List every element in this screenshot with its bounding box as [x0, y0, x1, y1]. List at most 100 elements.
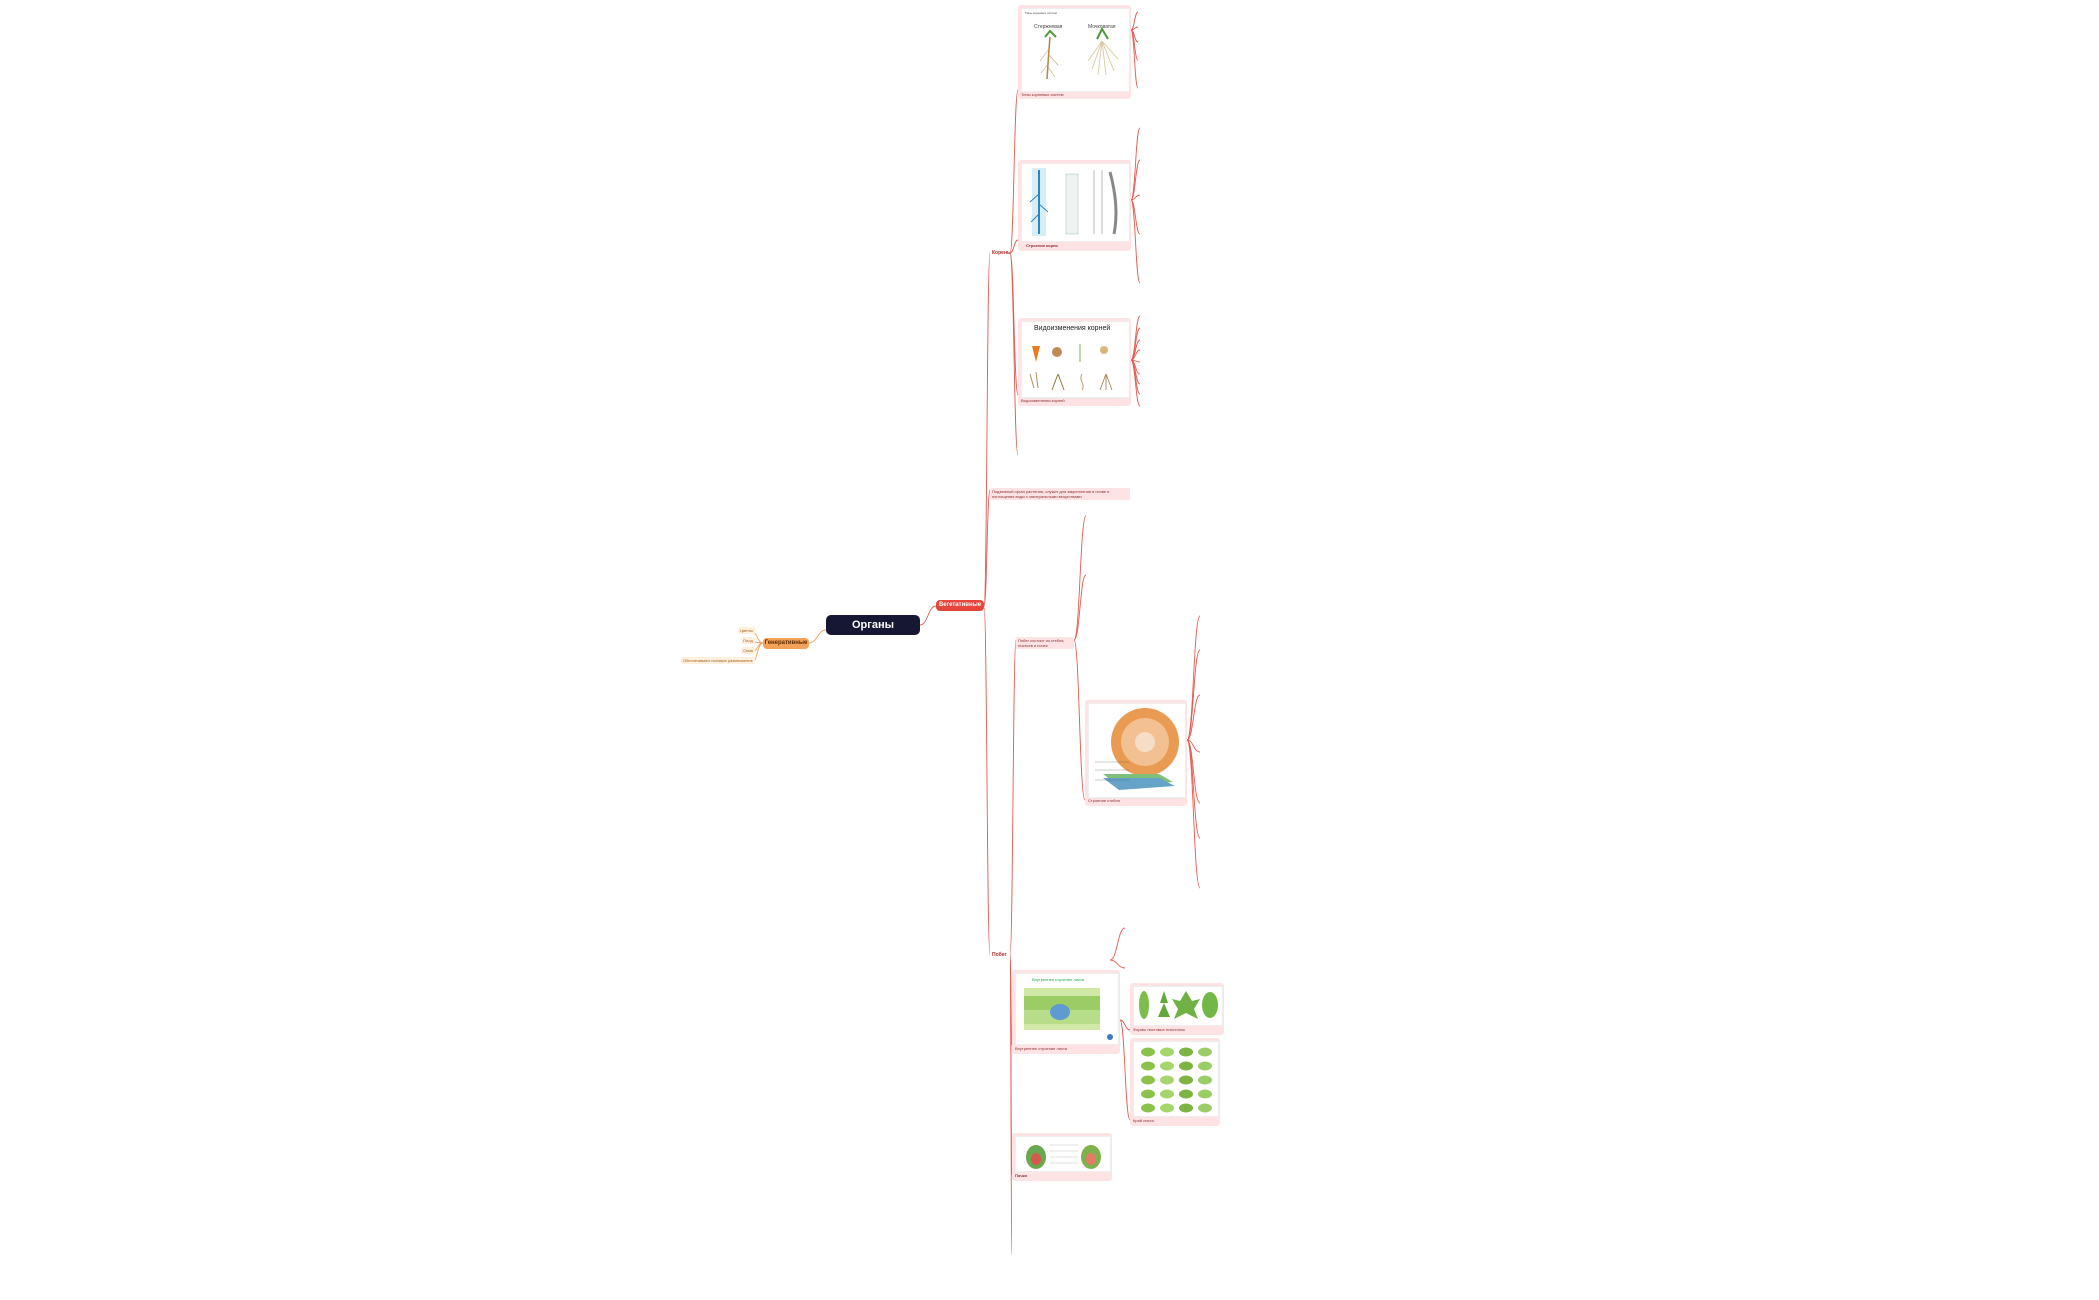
reproductive-item-flower[interactable]: Цветок [738, 627, 755, 634]
leaf-margin-swatch [1198, 1075, 1212, 1085]
link-branch [1186, 739, 1201, 889]
leaf-shapes-card[interactable]: Формы листовых пластинок [1130, 983, 1224, 1035]
root-systems-card[interactable]: Типы корневых систем Стержневая Мочковат… [1018, 5, 1131, 99]
reproductive-item-seed[interactable]: Семя [741, 647, 756, 654]
link-root-vegetative [919, 605, 937, 626]
root-zones-caption: Строение корня [1026, 243, 1058, 248]
leaf-margins-image [1133, 1041, 1219, 1117]
leaf-margin-swatch [1179, 1103, 1193, 1113]
buds-card[interactable]: Почки [1012, 1133, 1112, 1181]
leaf-margin-swatch [1160, 1075, 1174, 1085]
leaf-margin-swatch [1141, 1075, 1155, 1085]
leaf-margin-swatch [1179, 1047, 1193, 1057]
buds-caption: Почки [1015, 1173, 1028, 1178]
leaf-structure-title: Внутреннее строение листа [1032, 977, 1085, 982]
link-vegetative-definition [983, 489, 991, 607]
leaf-shapes-caption: Формы листовых пластинок [1133, 1027, 1185, 1032]
link-root-branch4 [1009, 252, 1019, 456]
leaf-margin-swatch [1198, 1047, 1212, 1057]
leaf-margin-swatch [1198, 1103, 1212, 1113]
leaf-structure-drawing [1024, 988, 1113, 1040]
root-definition[interactable]: Подземный орган растения, служит для зак… [990, 488, 1130, 500]
link-root-card3 [1009, 252, 1019, 396]
root-branch[interactable]: Корень [992, 250, 1011, 256]
link-root-card1 [1009, 89, 1019, 254]
taproot-label: Стержневая [1034, 24, 1063, 30]
shoot-branch[interactable]: Побег [992, 952, 1007, 958]
root-systems-drawing [1039, 26, 1119, 80]
link-root-reproductive [808, 629, 827, 644]
stem-structure-caption: Строение стебля [1088, 798, 1120, 803]
leaf-margin-swatch [1141, 1103, 1155, 1113]
link-branch [1130, 315, 1141, 361]
leaf-margin-swatch [1160, 1047, 1174, 1057]
leaf-margins-drawing [1141, 1047, 1212, 1113]
reproductive-item-fruit[interactable]: Плод [741, 637, 755, 644]
reproductive-item-purpose[interactable]: Обеспечивают половое размножение [681, 657, 755, 664]
link-shoot-stem [1009, 639, 1017, 956]
link-branch [1073, 574, 1087, 641]
leaf-structure-caption: Внутреннее строение листа [1015, 1046, 1068, 1051]
root-zones-drawing [1029, 168, 1118, 236]
leaf-margin-swatch [1160, 1089, 1174, 1099]
link-branch [1130, 359, 1141, 407]
root-systems-image: Типы корневых систем Стержневая Мочковат… [1021, 8, 1130, 92]
link-vegetative-shoot [983, 605, 991, 956]
root-zones-card[interactable]: Строение корня [1018, 160, 1131, 251]
link-branch [1186, 694, 1201, 741]
vegetative-node[interactable]: Вегетативные [936, 600, 984, 611]
leaf-margin-swatch [1141, 1061, 1155, 1071]
leaf-margin-swatch [1179, 1075, 1193, 1085]
modified-roots-title: Видоизменения корней [1034, 325, 1111, 332]
link-branch [1186, 615, 1201, 741]
link-branch [1186, 649, 1201, 741]
link-branch [1130, 159, 1141, 201]
leaf-margin-swatch [1160, 1061, 1174, 1071]
stem-structure-card[interactable]: Строение стебля [1085, 700, 1187, 806]
modified-roots-caption: Видоизменения корней [1021, 398, 1065, 403]
leaf-margin-swatch [1141, 1047, 1155, 1057]
stem-structure-drawing [1095, 708, 1179, 790]
leaf-structure-card[interactable]: Внутреннее строение листа Внутреннее стр… [1012, 970, 1120, 1054]
stem-structure-image [1088, 703, 1186, 798]
modified-roots-card[interactable]: Видоизменения корней Видоизменения корне… [1018, 318, 1131, 406]
buds-image [1015, 1136, 1111, 1172]
link-branch [1186, 739, 1201, 753]
fibrous-label: Мочковатая [1088, 24, 1116, 30]
leaf-margin-swatch [1198, 1061, 1212, 1071]
leaf-structure-image: Внутреннее строение листа [1015, 973, 1119, 1045]
root-node[interactable]: Органы растений [826, 615, 920, 651]
link-vegetative-root [983, 252, 991, 607]
link-leaf-shapes [1119, 1019, 1131, 1031]
link-branch [1109, 927, 1126, 961]
link-branch [1130, 199, 1141, 284]
link-shoot-modified [1009, 954, 1013, 1256]
root-systems-image-title: Типы корневых систем [1025, 11, 1057, 15]
leaf-margins-card[interactable]: Край листа [1130, 1038, 1220, 1126]
leaf-margin-swatch [1179, 1089, 1193, 1099]
leaf-margins-caption: Край листа [1133, 1118, 1154, 1123]
link-leaf-margins [1119, 1019, 1131, 1121]
leaf-margin-swatch [1160, 1103, 1174, 1113]
link-branch [1109, 959, 1126, 969]
buds-drawing [1026, 1144, 1101, 1169]
modified-roots-drawing [1029, 344, 1113, 391]
root-systems-caption: Типы корневых систем [1021, 92, 1064, 97]
leaf-margin-swatch [1179, 1061, 1193, 1071]
link-stem-card [1073, 639, 1086, 801]
link-branch [1073, 515, 1087, 641]
modified-roots-image: Видоизменения корней [1021, 321, 1130, 398]
leaf-shapes-image [1133, 986, 1223, 1026]
link-branch [1130, 194, 1141, 201]
link-branch [1130, 29, 1139, 89]
leaf-margin-swatch [1198, 1089, 1212, 1099]
link-branch [1130, 127, 1141, 201]
root-zones-image [1021, 163, 1130, 242]
link-branch [1130, 359, 1141, 395]
reproductive-node[interactable]: Генеративные [763, 638, 809, 649]
link-root-card2 [1009, 239, 1019, 254]
leaf-shapes-drawing [1139, 991, 1218, 1019]
shoot-definition[interactable]: Побег состоит из стебля, листьев и почек [1016, 637, 1074, 649]
leaf-margin-swatch [1141, 1089, 1155, 1099]
